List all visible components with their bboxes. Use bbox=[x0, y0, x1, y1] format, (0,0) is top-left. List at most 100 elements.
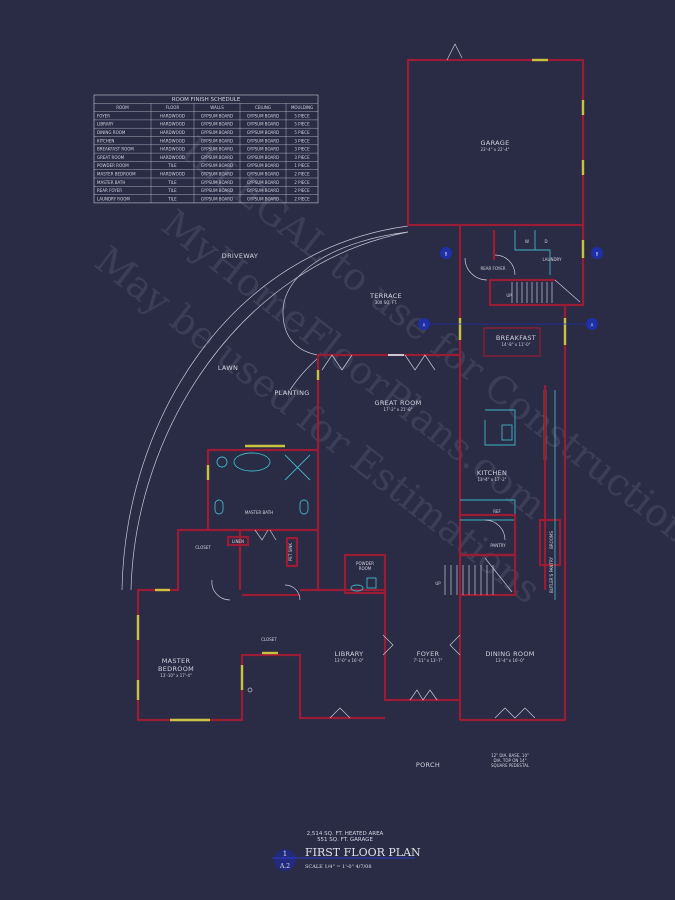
schedule-cell: 3 PIECE bbox=[294, 138, 310, 143]
schedule-cell: 3 PIECE bbox=[294, 155, 310, 160]
schedule-cell: HARDWOOD bbox=[160, 172, 185, 177]
schedule-cell: GYPSUM BOARD bbox=[201, 138, 233, 143]
driveway-label: DRIVEWAY bbox=[222, 252, 258, 260]
schedule-border bbox=[93, 94, 319, 204]
schedule-cell: HARDWOOD bbox=[160, 155, 185, 160]
schedule-cell: HARDWOOD bbox=[160, 138, 185, 143]
schedule-cell: HARDWOOD bbox=[160, 147, 185, 152]
schedule-cell: GREAT ROOM bbox=[97, 155, 125, 160]
dining-room-dim: 13'-4" x 16'-0" bbox=[496, 658, 525, 663]
kitchen-label: KITCHEN bbox=[477, 469, 507, 477]
schedule-cell: GYPSUM BOARD bbox=[201, 196, 233, 201]
schedule-cell: GYPSUM BOARD bbox=[247, 163, 279, 168]
schedule-cell: GYPSUM BOARD bbox=[201, 163, 233, 168]
svg-text:B: B bbox=[596, 252, 599, 257]
schedule-cell: GYPSUM BOARD bbox=[201, 155, 233, 160]
svg-text:A: A bbox=[591, 323, 594, 328]
breakfast-label: BREAKFAST bbox=[496, 334, 536, 342]
schedule-cell: 2 PIECE bbox=[294, 196, 310, 201]
schedule-cell: GYPSUM BOARD bbox=[247, 147, 279, 152]
schedule-cell: DINING ROOM bbox=[97, 130, 126, 135]
schedule-cell: 2 PIECE bbox=[294, 188, 310, 193]
schedule-cell: GYPSUM BOARD bbox=[247, 180, 279, 185]
schedule-cell: GYPSUM BOARD bbox=[247, 138, 279, 143]
powder-room-label-2: ROOM bbox=[359, 566, 372, 571]
master-bath-label: MASTER BATH bbox=[245, 510, 273, 515]
garage bbox=[406, 43, 585, 227]
schedule-cell: HARDWOOD bbox=[160, 130, 185, 135]
schedule-header: ROOM bbox=[116, 105, 129, 110]
schedule-cell: 2 PIECE bbox=[294, 180, 310, 185]
schedule-cell: KITCHEN bbox=[97, 138, 114, 143]
schedule-cell: GYPSUM BOARD bbox=[201, 122, 233, 127]
master-bedroom-dim: 13'-10" x 17'-4" bbox=[160, 673, 192, 678]
schedule-cell: FOYER bbox=[97, 113, 110, 118]
rear-wing bbox=[458, 225, 585, 307]
site-lines bbox=[121, 225, 409, 591]
schedule-cell: GYPSUM BOARD bbox=[247, 113, 279, 118]
schedule-cell: 1 PIECE bbox=[294, 163, 310, 168]
ref-label: REF bbox=[493, 509, 501, 514]
powder-room-label: POWDER bbox=[356, 561, 374, 566]
schedule-cell: MASTER BEDROOM bbox=[97, 172, 136, 177]
section-marker-a-right: A bbox=[586, 318, 598, 330]
svg-text:A: A bbox=[423, 323, 426, 328]
schedule-cell: LAUNDRY ROOM bbox=[97, 196, 130, 201]
library-dim: 13'-0" x 16'-0" bbox=[335, 658, 364, 663]
schedule-cell: 2 PIECE bbox=[294, 172, 310, 177]
sheet-number: A.2 bbox=[279, 863, 290, 870]
master-suite bbox=[136, 444, 385, 722]
breakfast-dim: 14'-8" x 11'-0" bbox=[502, 342, 531, 347]
schedule-cell: BREAKFAST ROOM bbox=[97, 147, 134, 152]
foyer-label: FOYER bbox=[417, 650, 440, 658]
schedule-cell: 3 PIECE bbox=[294, 147, 310, 152]
schedule-cell: 5 PIECE bbox=[294, 130, 310, 135]
pantry-label: PANTRY bbox=[490, 543, 506, 548]
washer-label: W bbox=[525, 239, 529, 244]
schedule-cell: GYPSUM BOARD bbox=[247, 155, 279, 160]
section-marker-b-right: B bbox=[591, 247, 603, 259]
terrace-dim: 300 SQ. FT. bbox=[375, 300, 398, 305]
title-block: 2,514 SQ. FT. HEATED AREA 551 SQ. FT. GA… bbox=[272, 831, 421, 871]
schedule-cell: LIBRARY bbox=[97, 122, 114, 127]
great-room-dim: 17'-2" x 21'-8" bbox=[384, 407, 413, 412]
schedule-title: ROOM FINISH SCHEDULE bbox=[172, 97, 241, 103]
schedule-cell: MASTER BATH bbox=[97, 180, 125, 185]
porch-label: PORCH bbox=[416, 761, 440, 769]
section-markers: A A B B bbox=[418, 247, 603, 330]
section-marker-b-left: B bbox=[440, 247, 452, 259]
schedule-cell: POWDER ROOM bbox=[97, 163, 129, 168]
brooms-label: BROOMS bbox=[549, 531, 554, 549]
pet-sink-label: PET SINK bbox=[288, 543, 293, 561]
heated-area: 2,514 SQ. FT. HEATED AREA bbox=[307, 831, 384, 837]
watermark: ILLEGAL to use for Construction MyHomeFl… bbox=[87, 127, 675, 612]
column-note-2: DIA. TOP ON 14" bbox=[493, 758, 526, 763]
butlers-pantry-label: BUTLER'S PANTRY bbox=[549, 557, 554, 593]
schedule-cell: 5 PIECE bbox=[294, 122, 310, 127]
room-labels: GARAGE 23'-4" x 22'-4" TERRACE 300 SQ. F… bbox=[158, 139, 562, 769]
schedule-cell: HARDWOOD bbox=[160, 122, 185, 127]
drawing-number: 1 bbox=[283, 850, 287, 858]
schedule-cell: GYPSUM BOARD bbox=[247, 196, 279, 201]
svg-text:B: B bbox=[445, 252, 448, 257]
schedule-cell: GYPSUM BOARD bbox=[201, 113, 233, 118]
garage-label: GARAGE bbox=[480, 139, 509, 147]
plan-scale: SCALE 1/4" = 1'-0" 4/7/08 bbox=[305, 864, 372, 870]
section-marker-a-left: A bbox=[418, 318, 430, 330]
schedule-cell: GYPSUM BOARD bbox=[201, 172, 233, 177]
foyer-dim: 7'-11" x 13'-7" bbox=[414, 658, 443, 663]
closet-label: CLOSET bbox=[195, 545, 211, 550]
closet-label-2: CLOSET bbox=[261, 637, 277, 642]
schedule-cell: TILE bbox=[167, 188, 177, 193]
rear-stairs-up-label: UP bbox=[506, 293, 512, 298]
rear-foyer-label: REAR FOYER bbox=[480, 266, 505, 271]
schedule-cell: REAR FOYER bbox=[97, 188, 122, 193]
kitchen-dim: 13'-4" x 17'-2" bbox=[478, 477, 507, 482]
schedule-cell: GYPSUM BOARD bbox=[247, 122, 279, 127]
schedule-header: CEILING bbox=[255, 105, 271, 110]
column-note-3: SQUARE PEDESTAL bbox=[491, 763, 530, 768]
schedule-cell: TILE bbox=[167, 163, 177, 168]
lawn-label: LAWN bbox=[218, 364, 238, 372]
